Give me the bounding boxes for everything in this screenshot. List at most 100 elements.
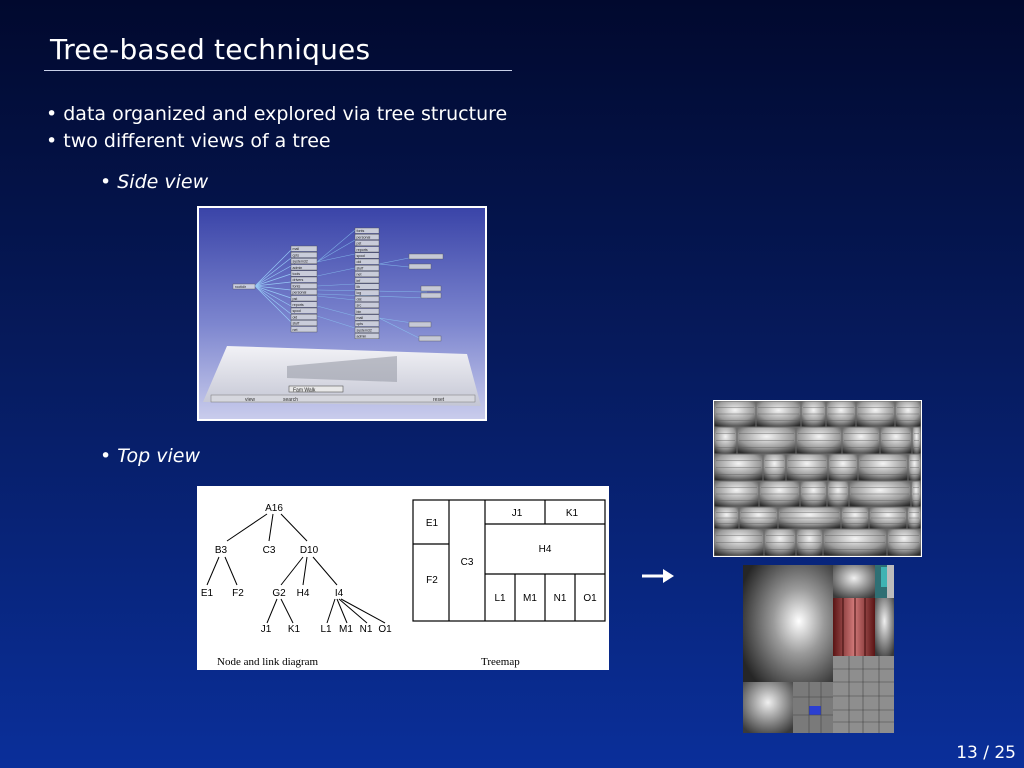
side-view-node bbox=[290, 270, 318, 277]
side-view-node bbox=[290, 295, 318, 302]
side-view-node bbox=[354, 271, 380, 278]
side-view-node-label: system32 bbox=[357, 328, 372, 332]
side-view-node-label: drivers bbox=[293, 278, 304, 282]
treemap-h4: H4 bbox=[539, 544, 552, 555]
node-a16: A16 bbox=[265, 503, 283, 514]
side-view-node bbox=[290, 282, 318, 289]
side-view-label: • Side view bbox=[100, 171, 209, 193]
node-j1: J1 bbox=[261, 624, 272, 635]
side-view-node-label: fonts bbox=[357, 229, 365, 233]
side-view-node-label: mail bbox=[293, 247, 300, 251]
side-view-node bbox=[290, 252, 318, 258]
side-view-node-label: net bbox=[357, 273, 362, 277]
side-view-node-label: reports bbox=[357, 248, 368, 252]
side-view-node bbox=[290, 307, 318, 314]
side-view-node bbox=[354, 308, 380, 315]
side-view-node bbox=[290, 326, 318, 333]
side-view-tab-1: view bbox=[245, 397, 255, 403]
side-view-tab-3: reset bbox=[433, 397, 445, 403]
bullet-1: • data organized and explored via tree s… bbox=[46, 103, 508, 125]
top-view-image: A16 B3 C3 D10 E1 F2 G2 H4 I4 J1 K1 L1 M1… bbox=[197, 486, 609, 670]
side-view-node-label: fonts bbox=[293, 284, 301, 288]
side-view-node bbox=[354, 289, 380, 296]
side-view-node-label: net bbox=[293, 328, 298, 332]
side-view-node-label: mail bbox=[357, 316, 364, 320]
node-o1: O1 bbox=[378, 624, 392, 635]
treemap-f2: F2 bbox=[426, 575, 438, 586]
side-view-node-label: cpts bbox=[293, 253, 300, 257]
side-view-node-label: bin bbox=[357, 310, 362, 314]
node-n1: N1 bbox=[360, 624, 373, 635]
side-view-node-label: personal bbox=[293, 291, 307, 295]
side-view-node bbox=[290, 258, 318, 265]
side-view-node bbox=[290, 313, 318, 320]
side-view-node bbox=[354, 326, 380, 333]
treemap-screenshot-color bbox=[743, 565, 894, 733]
side-view-node bbox=[354, 314, 380, 321]
treemap-c3: C3 bbox=[461, 557, 474, 568]
side-view-node-label: dat bbox=[357, 297, 362, 301]
side-view-node-label: inf bbox=[357, 279, 361, 283]
treemap-l1: L1 bbox=[494, 593, 506, 604]
node-g2: G2 bbox=[272, 588, 286, 599]
side-view-node bbox=[290, 245, 318, 252]
side-view-node bbox=[354, 277, 380, 284]
side-view-node-label: personal bbox=[357, 235, 371, 239]
side-view-node bbox=[354, 252, 380, 259]
page-number: 13 / 25 bbox=[956, 743, 1016, 763]
side-view-node-label: spool bbox=[357, 254, 366, 258]
side-view-node-label: admin bbox=[293, 266, 303, 270]
side-view-node bbox=[354, 265, 380, 271]
treemap-screenshot-grey bbox=[713, 400, 922, 557]
side-view-node-label: stuff bbox=[357, 266, 364, 270]
side-view-node-label: old bbox=[293, 315, 298, 319]
side-view-node bbox=[290, 320, 318, 327]
side-view-node bbox=[354, 240, 380, 247]
node-c3: C3 bbox=[263, 545, 276, 556]
side-view-node bbox=[354, 258, 380, 265]
side-view-node bbox=[354, 295, 380, 302]
side-view-node bbox=[354, 234, 380, 240]
side-view-tab-2: search bbox=[283, 397, 298, 403]
treemap-m1: M1 bbox=[523, 593, 537, 604]
node-b3: B3 bbox=[215, 545, 228, 556]
side-view-node-label: stuff bbox=[293, 322, 300, 326]
treemap-o1: O1 bbox=[583, 593, 597, 604]
node-h4: H4 bbox=[297, 588, 310, 599]
node-m1: M1 bbox=[339, 624, 353, 635]
side-view-node-label: old bbox=[357, 260, 362, 264]
side-view-root: rootidir bbox=[235, 285, 247, 289]
side-view-node-label: system32 bbox=[293, 260, 308, 264]
node-k1: K1 bbox=[288, 624, 301, 635]
treemap-caption: Treemap bbox=[481, 656, 520, 668]
bullet-2: • two different views of a tree bbox=[46, 130, 331, 152]
side-view-node bbox=[354, 227, 380, 234]
title-underline bbox=[44, 70, 512, 71]
side-view-node-label: lib bbox=[357, 285, 361, 289]
node-d10: D10 bbox=[300, 545, 319, 556]
treemap-n1: N1 bbox=[554, 593, 567, 604]
side-view-node-label: reports bbox=[293, 303, 304, 307]
node-link-caption: Node and link diagram bbox=[217, 656, 319, 668]
treemap-k1: K1 bbox=[566, 508, 579, 519]
side-view-node bbox=[354, 283, 380, 290]
side-view-node bbox=[354, 333, 380, 340]
side-view-node bbox=[354, 302, 380, 309]
side-view-node-label: pst bbox=[293, 297, 298, 301]
side-view-node-label: src bbox=[357, 304, 362, 308]
side-view-node-label: tools bbox=[293, 272, 301, 276]
side-view-tab-0: Fam Walk bbox=[293, 388, 316, 394]
node-l1: L1 bbox=[320, 624, 332, 635]
node-i4: I4 bbox=[335, 588, 344, 599]
node-e1: E1 bbox=[201, 588, 214, 599]
side-view-node bbox=[290, 264, 318, 271]
side-view-node-label: cpts bbox=[357, 322, 364, 326]
side-view-node bbox=[290, 301, 318, 308]
side-view-node-label: admin bbox=[357, 335, 367, 339]
side-view-node-label: spool bbox=[293, 309, 302, 313]
side-view-node bbox=[354, 320, 380, 327]
side-view-node bbox=[290, 276, 318, 283]
side-view-node bbox=[354, 246, 380, 253]
side-view-image: Fam Walk view search reset rootidir mail… bbox=[197, 206, 487, 421]
treemap-j1: J1 bbox=[512, 508, 523, 519]
